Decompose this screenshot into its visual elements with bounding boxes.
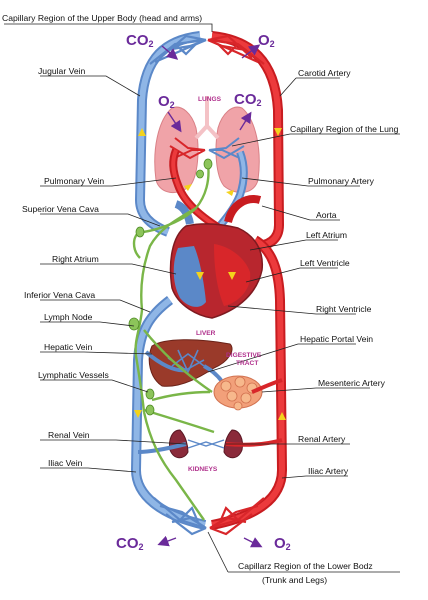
o2-text: O (158, 93, 170, 110)
o2-text: O (274, 535, 286, 552)
label-right-ventricle: Right Ventricle (316, 304, 372, 314)
label-lymph-node: Lymph Node (44, 312, 93, 322)
label-capillary-lung: Capillary Region of the Lung (290, 124, 399, 134)
label-lymphatic-vessels: Lymphatic Vessels (38, 370, 109, 380)
co2-text: CO (116, 535, 139, 552)
organ-label-digestive-2: TRACT (236, 360, 259, 367)
label-carotid-artery: Carotid Artery (298, 68, 351, 78)
label-iliac-vein: Iliac Vein (48, 458, 83, 468)
label-mesenteric-artery: Mesenteric Artery (318, 378, 385, 388)
leader-lines (4, 23, 400, 573)
o2-arrow-lower (243, 537, 263, 548)
label-renal-vein: Renal Vein (48, 430, 90, 440)
label-pulmonary-artery: Pulmonary Artery (308, 176, 374, 186)
mesenteric-artery-vessel (251, 378, 283, 394)
label-capillary-upper: Capillary Region of the Upper Body (head… (2, 13, 203, 23)
liver-illustration (148, 339, 233, 387)
organ-label-kidneys: KIDNEYS (188, 466, 218, 473)
blood-flow-arrows (134, 128, 286, 420)
label-capillary-lower-line2: (Trunk and Legs) (262, 575, 328, 585)
label-jugular-vein: Jugular Vein (38, 66, 86, 76)
label-superior-vena-cava: Superior Vena Cava (22, 204, 99, 214)
o2-subscript: 2 (269, 39, 275, 49)
o2-subscript: 2 (169, 100, 175, 110)
co2-subscript: 2 (256, 98, 262, 108)
label-hepatic-portal-vein: Hepatic Portal Vein (300, 334, 374, 344)
renal-vein-vessel (137, 442, 187, 454)
lymph-nodes (128, 158, 213, 416)
co2-label-lower: CO2 (116, 536, 144, 555)
label-inferior-vena-cava: Inferior Vena Cava (24, 290, 96, 300)
lower-capillary-bed (153, 497, 265, 536)
lymphatic-vessels (132, 163, 215, 521)
co2-label-upper: CO2 (126, 33, 154, 52)
label-pulmonary-vein: Pulmonary Vein (44, 176, 105, 186)
organ-label-lungs: LUNGS (198, 96, 222, 103)
o2-arrow-lungs (167, 111, 182, 133)
co2-arrow-lower (157, 535, 177, 547)
organ-label-liver: LIVER (196, 330, 216, 337)
lung-capillary-region (169, 137, 245, 161)
o2-label-lower: O2 (274, 536, 291, 555)
co2-arrow-upper (161, 45, 179, 60)
o2-label-upper: O2 (258, 33, 275, 52)
co2-label-lungs: CO2 (234, 92, 262, 111)
label-right-atrium: Right Atrium (52, 254, 99, 264)
organ-label-digestive-1: DIGESTIVE (226, 352, 262, 359)
kidneys-illustration (169, 429, 243, 459)
label-renal-artery: Renal Artery (298, 434, 346, 444)
label-left-ventricle: Left Ventricle (300, 258, 350, 268)
label-capillary-lower-line1: Capillarz Region of the Lower Bodz (238, 561, 373, 571)
o2-arrow-upper (241, 44, 261, 59)
co2-subscript: 2 (148, 39, 154, 49)
label-aorta: Aorta (316, 210, 337, 220)
co2-subscript: 2 (138, 542, 144, 552)
label-iliac-artery: Iliac Artery (308, 466, 349, 476)
label-left-atrium: Left Atrium (306, 230, 348, 240)
co2-arrow-lungs (239, 111, 252, 131)
o2-text: O (258, 32, 270, 49)
o2-label-lungs: O2 (158, 94, 175, 113)
co2-text: CO (234, 91, 257, 108)
co2-text: CO (126, 32, 149, 49)
o2-subscript: 2 (285, 542, 291, 552)
label-hepatic-vein: Hepatic Vein (44, 342, 93, 352)
